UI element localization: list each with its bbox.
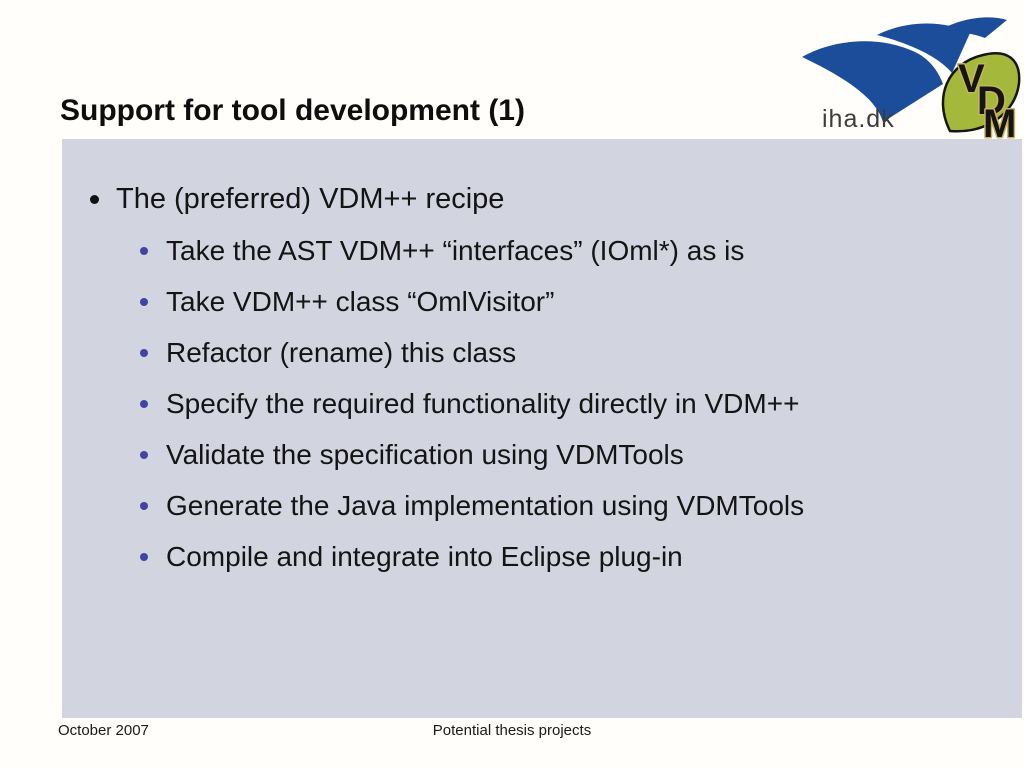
list-item: Refactor (rename) this class	[62, 327, 1022, 378]
footer-title: Potential thesis projects	[432, 722, 592, 739]
bullet-icon	[140, 450, 148, 459]
list-item: The (preferred) VDM++ recipe	[62, 174, 1022, 225]
bullet-icon	[140, 552, 148, 561]
iha-dk-wordmark: iha.dk	[822, 105, 895, 133]
bullet-text: Refactor (rename) this class	[166, 336, 517, 368]
bullet-text: Take the AST VDM++ “interfaces” (IOml*) …	[166, 234, 745, 266]
sail-medium-icon	[877, 23, 970, 73]
bullet-icon	[140, 348, 148, 357]
bullet-icon	[140, 246, 148, 255]
content-box: The (preferred) VDM++ recipe Take the AS…	[62, 139, 1022, 718]
bullet-icon	[140, 399, 148, 408]
list-item: Generate the Java implementation using V…	[62, 480, 1022, 531]
footer-date: October 2007	[58, 722, 149, 739]
vdm-letter-v: V	[958, 57, 985, 101]
bullet-text: Validate the specification using VDMTool…	[166, 438, 684, 470]
leaf-icon	[941, 52, 1021, 133]
bullet-text: Generate the Java implementation using V…	[166, 489, 805, 521]
list-item: Compile and integrate into Eclipse plug-…	[62, 531, 1022, 582]
bullet-list: The (preferred) VDM++ recipe Take the AS…	[62, 139, 1022, 582]
vdm-letter-d: D	[977, 79, 1006, 123]
slide-footer: October 2007 Potential thesis projects	[0, 722, 1024, 744]
sails-icon	[802, 17, 1007, 122]
bullet-icon	[140, 501, 148, 510]
sail-large-icon	[802, 41, 943, 122]
vdm-leaf-badge: V D M	[941, 52, 1021, 148]
bullet-text: Take VDM++ class “OmlVisitor”	[166, 285, 555, 317]
list-item: Take the AST VDM++ “interfaces” (IOml*) …	[62, 225, 1022, 276]
bullet-text: Specify the required functionality direc…	[166, 387, 800, 419]
list-item: Take VDM++ class “OmlVisitor”	[62, 276, 1022, 327]
iha-vdm-logo: iha.dk V D M	[780, 0, 1024, 148]
vdm-letter-m: M	[983, 102, 1016, 140]
list-item: Validate the specification using VDMTool…	[62, 429, 1022, 480]
list-item: Specify the required functionality direc…	[62, 378, 1022, 429]
bullet-text: The (preferred) VDM++ recipe	[116, 183, 505, 215]
bullet-icon	[90, 195, 99, 204]
bullet-text: Compile and integrate into Eclipse plug-…	[166, 540, 683, 572]
slide-title: Support for tool development (1)	[60, 94, 525, 127]
logo-graphic: iha.dk V D M	[802, 17, 1021, 148]
sail-small-icon	[935, 17, 1007, 38]
bullet-icon	[140, 297, 148, 306]
